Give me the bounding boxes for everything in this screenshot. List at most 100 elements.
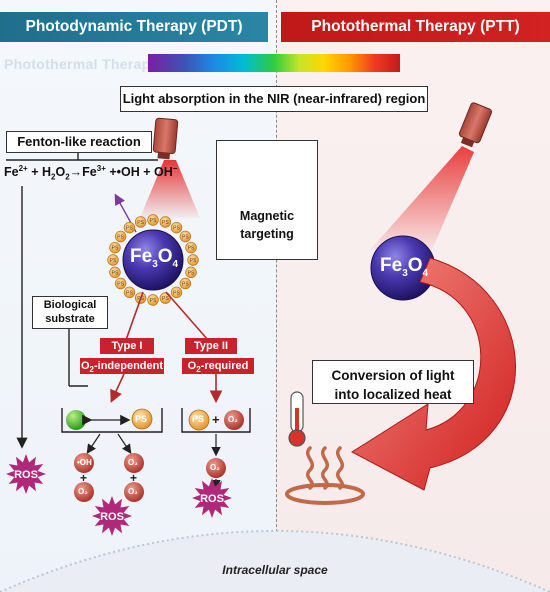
ps-shell-dot (159, 216, 172, 228)
o-sub: 4 (422, 267, 429, 279)
laser-left (152, 117, 179, 160)
plus-type2: + (212, 412, 220, 427)
ps-shell-label: PS (173, 226, 180, 232)
magnetic-label-1: Magnetic (239, 209, 295, 223)
heat-conversion-arrow (351, 257, 516, 491)
ps-shell-dot (147, 294, 159, 306)
type1-tray (61, 408, 163, 433)
ps-shell-dot (179, 277, 192, 290)
reaction-arrow: → (69, 165, 83, 180)
ps-shell-dot (123, 221, 136, 234)
o-text: O (407, 255, 423, 276)
ps-shell-dot (107, 254, 119, 266)
o2-chip-a-label: O₂ (128, 458, 138, 467)
ps-molecule-type1 (131, 408, 153, 430)
fe3o4-label-pdt: Fe3O4 (130, 246, 178, 270)
h2o2-sub1: 2 (51, 172, 56, 182)
heat-icon (306, 446, 344, 490)
type1-arrow (125, 291, 144, 341)
fe2-charge: 2+ (18, 164, 28, 173)
ps-shell-label: PS (112, 246, 119, 252)
o2-chip-type2 (224, 410, 244, 430)
o2-sub: 2 (89, 365, 94, 375)
fe3o4-label-ptt: Fe3O4 (380, 255, 428, 279)
singlet-o2-chip (206, 458, 226, 478)
ps-shell-dot (109, 266, 121, 279)
fe-text: Fe (380, 255, 403, 276)
type1-arrow-lower (110, 373, 125, 403)
o2-chip-c-label: O₂ (128, 487, 138, 496)
type2-tray (181, 408, 251, 433)
ps-shell-label: PS (117, 282, 124, 288)
ps-shell-label: PS (182, 234, 189, 240)
ps-shell-label: PS (112, 270, 119, 276)
ps-shell-label: PS (126, 226, 133, 232)
fe-sub: 3 (402, 267, 408, 279)
fe2-text: Fe (4, 165, 19, 180)
oh-radical-label: •OH (77, 458, 92, 467)
ps-shell-dot (179, 230, 192, 243)
fe-text: Fe (130, 246, 153, 267)
ptt-header: Photothermal Therapy (PTT) (281, 12, 550, 42)
o2-text: O (187, 360, 197, 372)
h2o2-sub2: 2 (65, 172, 70, 182)
o2-required-tag: O2-required (182, 358, 254, 374)
h2o2-text-b: O (55, 165, 66, 180)
ps-shell-dot (134, 216, 147, 228)
o2-rest: -required (200, 360, 249, 372)
ps-shell-dot (123, 286, 136, 299)
ps-shell-dot (170, 286, 183, 299)
ps-shell-label: PS (162, 220, 169, 226)
magnetic-targeting-box: Magnetic targeting (216, 140, 318, 260)
laser-beam-left (140, 160, 200, 218)
hydroxyl-text: +•OH + OH (109, 165, 173, 180)
ros-burst-2 (92, 496, 132, 536)
o2-text: O (80, 360, 90, 372)
singlet-o2-label: O₂ (210, 463, 220, 472)
bio-line-2: substrate (45, 313, 95, 325)
o-text: O (157, 246, 173, 267)
o2-chip-b-label: O₂ (78, 487, 88, 496)
ps-shell-label: PS (188, 270, 195, 276)
ps-shell-label: PS (117, 234, 124, 240)
ps-shell-dot (185, 241, 197, 254)
ros-label-1: ROS (14, 469, 38, 481)
hydroxide-charge: − (172, 164, 178, 173)
o2-independent-tag: O2-independent (80, 358, 164, 374)
type2-tag: Type II (185, 338, 237, 354)
heat-dish (285, 483, 365, 505)
ps-shell-label: PS (150, 218, 157, 224)
ps-shell-label: PS (137, 220, 144, 226)
type2-arrow (165, 291, 209, 341)
ps-shell-label: PS (162, 296, 169, 302)
ps-shell-label: PS (126, 290, 133, 296)
ps-shell-label: PS (182, 282, 189, 288)
magnet-s-label: S (272, 171, 280, 183)
ps-label-type2: PS (192, 414, 205, 424)
o2-chip-a (124, 453, 144, 473)
o2-chip-type2-label: O₂ (228, 415, 238, 424)
conversion-line-1: Conversion of light (331, 368, 455, 383)
fenton-title-box: Fenton-like reaction (6, 131, 152, 153)
plus-type1-left: + (80, 471, 88, 485)
thermometer-icon (288, 391, 306, 447)
panel-divider (276, 0, 277, 592)
bio-line-1: Biological (43, 299, 97, 311)
o2-chip-c (124, 482, 144, 502)
fe3-charge: 3+ (96, 164, 106, 173)
pdt-header: Photodynamic Therapy (PDT) (0, 12, 268, 42)
o2-sub: 2 (196, 365, 201, 375)
laser-right (458, 102, 492, 148)
nir-absorption-box: Light absorption in the NIR (near-infrar… (120, 86, 428, 112)
ros-burst-1 (6, 454, 46, 494)
ps-label-type1: PS (135, 414, 148, 424)
ps-shell-label: PS (190, 258, 197, 264)
type1-tag: Type I (100, 338, 154, 354)
ros-label-2: ROS (100, 511, 124, 523)
o2-chip-b (74, 482, 94, 502)
intracellular-label: Intracellular space (222, 563, 328, 577)
ps-shell-dot (187, 254, 199, 266)
